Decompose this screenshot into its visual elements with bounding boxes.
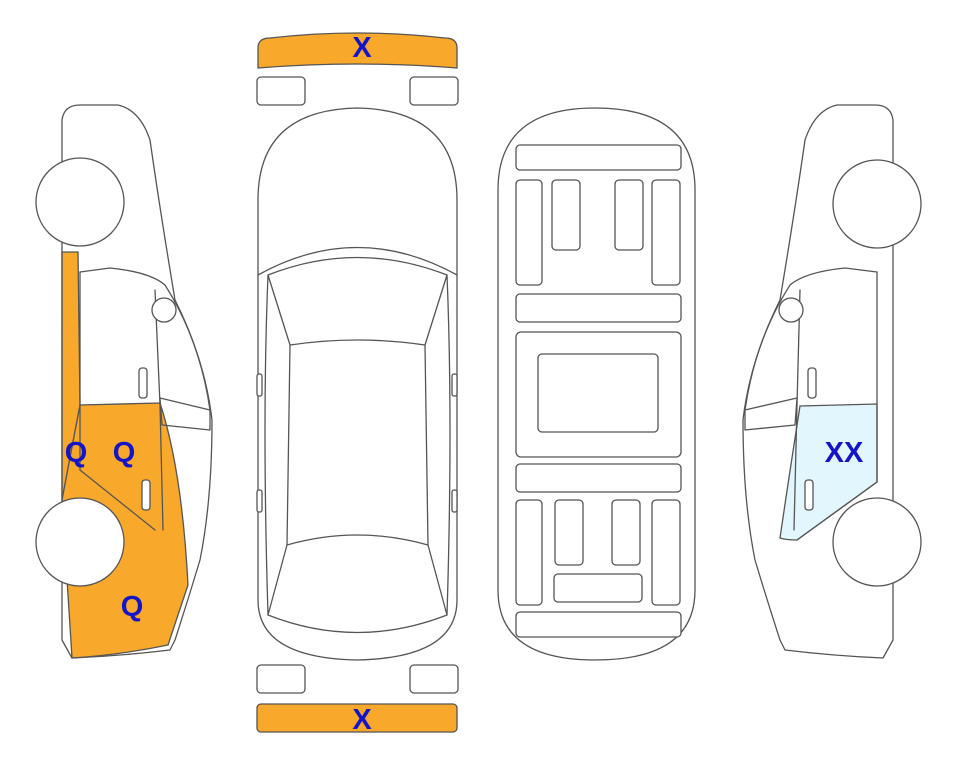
underbody-front-crossmember [515,293,682,323]
left-side-lower-mark: Q [121,591,144,623]
underbody-rear-tank [553,573,643,603]
underbody-left-rear-rail [515,499,543,606]
underbody-center-panel [537,353,659,433]
underbody-right-rear-rail [651,499,681,606]
right-mirror-icon [778,297,804,323]
left-door-line [79,271,156,531]
right-door-line [796,271,878,541]
underbody-rear-bar [515,611,682,638]
underbody-left-front-rail [515,179,543,286]
right-window-line [744,267,878,411]
front-left-light-icon [256,76,306,106]
top-right-side-line [446,274,451,616]
top-body-outline [257,107,458,661]
right-side-view: XX [742,104,922,659]
left-handle-upper-icon [138,367,148,399]
left-handle-lower-icon [141,479,151,511]
top-rear-window [267,544,448,634]
top-right-mirror-icon [451,373,458,397]
left-side-upper-mark: Q [65,437,88,469]
left-side-view: Q Q Q [35,104,213,659]
top-view: X X [256,32,459,736]
top-windshield [267,256,448,346]
left-side-door-mark: Q [113,437,136,469]
underbody-outline [497,107,696,661]
right-door-panel[interactable] [779,403,878,541]
underbody-left-rear-tray [554,499,584,566]
top-roof [286,344,429,546]
left-window-glass [159,397,211,431]
underbody-right-front-tray [614,179,644,251]
right-side-door-mark: XX [825,437,864,469]
underbody-rear-crossmember [515,463,682,493]
rear-bumper-panel[interactable] [256,703,458,733]
underbody-right-front-rail [651,179,681,286]
left-window-line [79,267,211,411]
left-front-wheel-icon [35,157,125,247]
top-right-handle-icon [451,489,458,513]
right-window-glass [744,397,798,431]
left-rear-door-panel[interactable] [61,402,189,659]
rear-right-light-icon [409,664,459,694]
right-rear-wheel-icon [832,497,922,587]
top-left-side-line [264,274,269,616]
left-mirror-icon [151,297,177,323]
top-left-mirror-icon [256,373,263,397]
right-handle-lower-icon [804,479,814,511]
underbody-left-front-tray [551,179,581,251]
front-right-light-icon [409,76,459,106]
rear-bumper-mark: X [352,704,372,736]
underbody-right-rear-tray [611,499,641,566]
right-front-wheel-icon [832,159,922,249]
front-bumper-mark: X [352,32,372,64]
right-handle-upper-icon [807,367,817,399]
top-left-handle-icon [256,489,263,513]
left-rear-wheel-icon [35,497,125,587]
underbody-view [497,107,696,661]
top-hood-line [257,246,458,276]
rear-left-light-icon [256,664,306,694]
front-bumper-panel[interactable] [257,32,458,69]
underbody-front-bar [515,144,682,171]
